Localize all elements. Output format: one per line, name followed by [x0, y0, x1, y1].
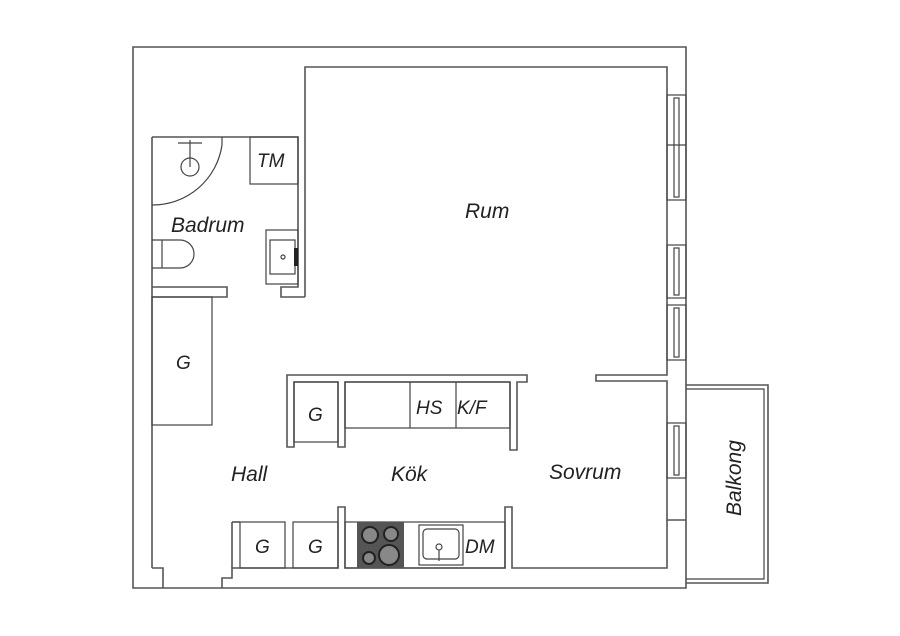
label-lower-cabinet-2: G	[308, 537, 323, 558]
stove-icon	[357, 522, 404, 568]
room-label-badrum: Badrum	[171, 214, 245, 237]
label-tm: TM	[257, 151, 285, 172]
label-hs: HS	[416, 398, 443, 419]
room-label-balkong: Balkong	[723, 440, 746, 516]
label-upper-cabinet: G	[308, 405, 323, 426]
lower-kitchen-counter	[231, 521, 506, 569]
shower-icon	[151, 137, 223, 206]
toilet-icon	[152, 239, 195, 269]
balcony	[686, 384, 769, 584]
room-label-hall: Hall	[231, 463, 269, 486]
upper-kitchen-counter	[286, 374, 528, 451]
sink-icon	[265, 229, 299, 285]
windows	[666, 94, 687, 479]
room-label-sovrum: Sovrum	[549, 461, 621, 484]
label-hall-cabinet: G	[176, 353, 191, 374]
hall-cabinet	[151, 296, 213, 426]
room-label-kok: Kök	[391, 463, 429, 486]
label-dm: DM	[465, 537, 495, 558]
label-lower-cabinet-1: G	[255, 537, 270, 558]
washing-machine	[249, 136, 299, 185]
room-label-rum: Rum	[465, 200, 509, 223]
kitchen-sink-icon	[418, 524, 464, 566]
label-kf: K/F	[457, 398, 488, 419]
walls	[132, 46, 687, 589]
